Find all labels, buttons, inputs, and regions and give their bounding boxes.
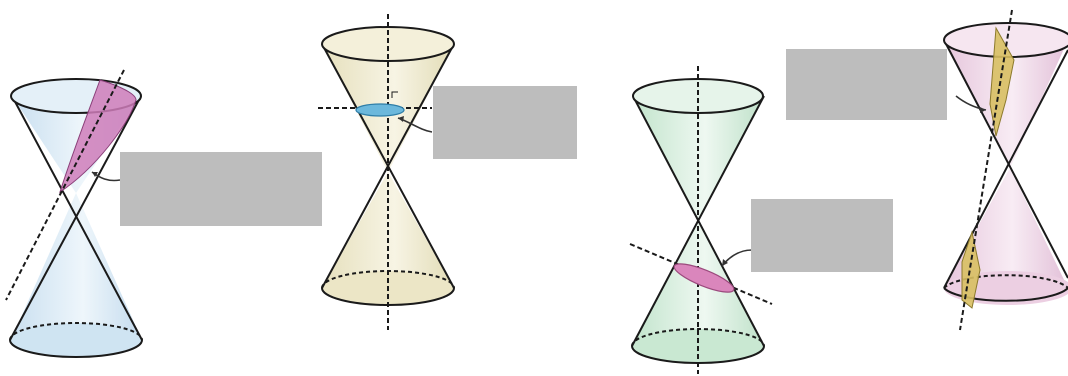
bottom-base-back	[9, 322, 143, 341]
bottom-base-front	[9, 339, 143, 358]
parabola-section	[59, 79, 137, 194]
label-box-circle	[433, 86, 577, 159]
cutting-plane-line	[629, 243, 773, 305]
cutting-plane-line	[959, 9, 1013, 331]
label-box-ellipse	[751, 199, 893, 272]
label-box-hyperbola	[786, 49, 947, 120]
lower-nappe	[11, 193, 142, 340]
circle-section	[355, 103, 405, 117]
cone-hyperbola	[943, 9, 1068, 331]
bottom-base	[10, 323, 142, 357]
upper-nappe	[944, 40, 1068, 168]
cone-ellipse	[629, 66, 773, 374]
cone-circle	[318, 14, 455, 330]
ellipse-section	[673, 263, 735, 293]
cutting-plane-line	[5, 69, 125, 301]
cone-parabola	[5, 69, 143, 358]
label-box-parabola	[120, 152, 322, 226]
